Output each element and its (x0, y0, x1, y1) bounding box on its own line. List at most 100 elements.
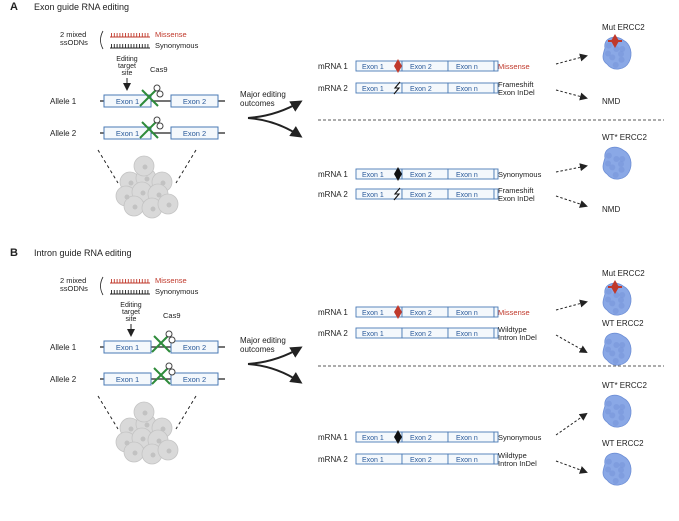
indel-break-icon (393, 187, 401, 201)
gene-exon-2 (170, 126, 219, 140)
protein-domain (618, 472, 625, 479)
protein-domain (613, 292, 620, 299)
cell-nucleus (150, 206, 156, 212)
ssodn-synonymous-strand (110, 44, 150, 49)
protein-domain (613, 404, 620, 411)
mrna-exon-label: Exon 2 (410, 64, 432, 71)
gene-exon-1 (103, 126, 152, 140)
mrna-exon-label: Exon 2 (410, 172, 432, 179)
protein-domain (618, 161, 624, 167)
cell-nucleus (166, 202, 172, 208)
protein-domain (618, 409, 624, 415)
outcome-title: outcomes (240, 99, 275, 108)
outcome-arrow-down (247, 117, 303, 138)
ssodn-missense-label: Missense (155, 276, 187, 285)
mrna-exon-label: Exon n (456, 310, 478, 317)
panel-title: Exon guide RNA editing (34, 2, 129, 12)
outcome-result-label: Frameshift (498, 186, 534, 195)
mrna-exon-label: Exon 2 (410, 192, 432, 199)
mrna-exon-label: Exon 1 (362, 310, 384, 317)
target-site-label: target (118, 63, 136, 70)
scissor-handle (168, 368, 176, 376)
protein-domain (609, 470, 616, 477)
outcome-arrow (555, 89, 588, 101)
outcome-arrow (555, 299, 588, 311)
gene-exon-1-label: Exon 1 (116, 97, 139, 106)
outcome-arrow (555, 412, 588, 436)
scissor-handle (156, 90, 164, 98)
mrna-exon-label: Exon 2 (410, 457, 432, 464)
outcome-arrow (555, 460, 588, 474)
gene-exon-2-label: Exon 2 (183, 343, 206, 352)
scissor-handle (168, 336, 176, 344)
gene-exon-2-label: Exon 2 (183, 375, 206, 384)
protein-domain (613, 156, 620, 163)
cas9-label: Cas9 (150, 65, 168, 74)
cell-nucleus (140, 190, 146, 196)
protein-label: Mut ERCC2 (602, 269, 645, 278)
protein-domain (619, 291, 626, 298)
cas9-scissors-icon (151, 362, 176, 385)
outcome-nmd-label: NMD (602, 205, 620, 214)
outcome-result-label: Missense (498, 308, 530, 317)
protein-label: WT* ERCC2 (602, 133, 647, 142)
protein-label: WT ERCC2 (602, 439, 644, 448)
mrna-label: mRNA 2 (318, 329, 348, 338)
outcome-result-label: Exon InDel (498, 88, 535, 97)
protein-domain (605, 408, 612, 415)
protein-icon (602, 332, 632, 366)
mrna-exon-tail (493, 188, 499, 200)
mrna-exon-label: Exon 1 (362, 457, 384, 464)
protein-domain (605, 338, 612, 345)
gene-exon-1 (103, 340, 152, 354)
protein-domain (609, 350, 616, 357)
protein-domain (618, 51, 624, 57)
protein-icon (602, 146, 632, 180)
outcome-title: Major editing (240, 90, 286, 99)
protein-domain (613, 46, 620, 53)
mrna-exon-label: Exon n (456, 331, 478, 338)
cell-nucleus (144, 422, 150, 428)
cas9-label: Cas9 (163, 311, 181, 320)
zoom-dashed-line (175, 395, 197, 430)
protein-domain (613, 342, 620, 349)
mrna-exon-label: Exon 1 (362, 86, 384, 93)
cas9-scissors-icon (139, 84, 164, 107)
protein-domain (619, 155, 626, 162)
panel-letter: A (10, 1, 18, 13)
cell-nucleus (124, 194, 130, 200)
outcome-result-label: Intron InDel (498, 459, 537, 468)
zoom-dashed-line (97, 149, 119, 184)
cell-nucleus (150, 452, 156, 458)
protein-domain (609, 412, 616, 419)
protein-domain (619, 403, 626, 410)
allele-1-label: Allele 1 (50, 97, 77, 106)
mrna-exon-tail (493, 82, 499, 94)
protein-domain (605, 160, 612, 167)
gene-exon-2 (170, 372, 219, 386)
cell-nucleus (142, 410, 148, 416)
ssodn-missense-label: Missense (155, 30, 187, 39)
outcome-arrow (555, 163, 588, 173)
protein-domain (605, 400, 612, 407)
outcome-result-label: Exon InDel (498, 194, 535, 203)
panel-title: Intron guide RNA editing (34, 248, 132, 258)
mrna-exon-label: Exon 1 (362, 64, 384, 71)
missense-diamond-icon (394, 305, 402, 319)
mrna-label: mRNA 1 (318, 170, 348, 179)
cell-nucleus (140, 436, 146, 442)
synonymous-diamond-icon (394, 430, 402, 444)
cell-cluster-icon (115, 155, 179, 219)
mrna-exon-label: Exon 1 (362, 172, 384, 179)
protein-label: WT* ERCC2 (602, 381, 647, 390)
cell-nucleus (132, 450, 138, 456)
scissor-handle (165, 330, 173, 338)
outcome-arrow-down (247, 363, 303, 384)
protein-icon (602, 394, 632, 428)
protein-domain (605, 152, 612, 159)
protein-icon (602, 280, 632, 316)
